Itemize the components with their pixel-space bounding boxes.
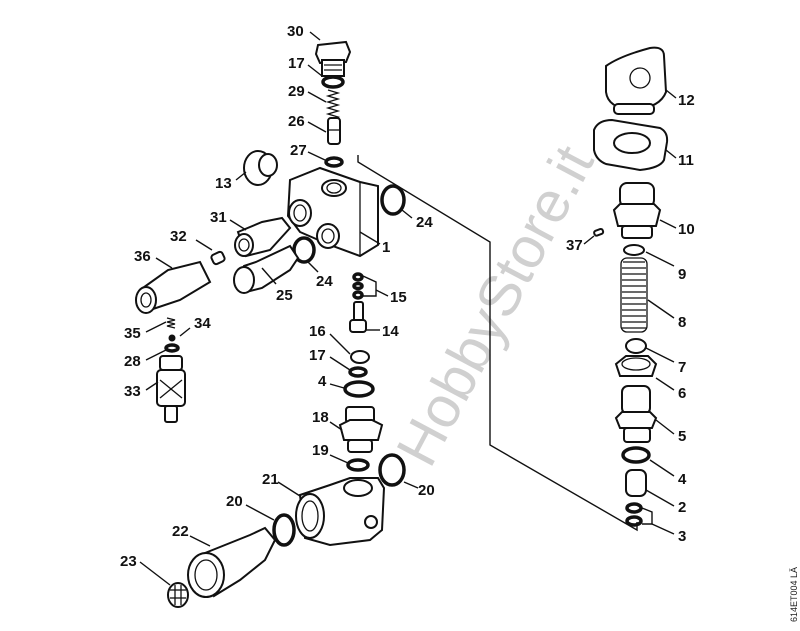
part-18-fitting bbox=[338, 406, 384, 453]
part-23-filter-screen bbox=[167, 582, 189, 608]
drawing-code: 614ET004 LÄ bbox=[789, 567, 799, 622]
part-7-valve-cap bbox=[625, 338, 647, 354]
label-26: 26 bbox=[288, 113, 305, 130]
part-3-washer-b bbox=[625, 515, 643, 527]
part-21-elbow bbox=[295, 477, 386, 547]
part-2-valve-insert bbox=[625, 469, 647, 497]
part-20-oring-left bbox=[272, 513, 296, 547]
label-16: 16 bbox=[309, 323, 326, 340]
part-15-washers bbox=[352, 272, 364, 300]
label-23: 23 bbox=[120, 553, 137, 570]
part-3-washer-a bbox=[625, 502, 643, 514]
label-37: 37 bbox=[566, 237, 583, 254]
part-10-nozzle-housing bbox=[612, 182, 662, 239]
part-4-oring-right bbox=[621, 446, 651, 464]
part-17-oring-mid bbox=[348, 366, 368, 378]
label-24-right: 24 bbox=[416, 214, 433, 231]
part-12-cap bbox=[605, 46, 668, 115]
label-22: 22 bbox=[172, 523, 189, 540]
label-1: 1 bbox=[382, 239, 390, 256]
part-31-fitting bbox=[234, 216, 292, 258]
part-30-plug-screw bbox=[314, 40, 352, 77]
label-30: 30 bbox=[287, 23, 304, 40]
label-17-top: 17 bbox=[288, 55, 305, 72]
part-25-banjo-bolt bbox=[233, 244, 300, 294]
part-26-valve-pin bbox=[327, 117, 341, 145]
part-16-seat bbox=[350, 350, 370, 364]
part-14-valve-stem bbox=[349, 301, 367, 333]
label-19: 19 bbox=[312, 442, 329, 459]
label-8: 8 bbox=[678, 314, 686, 331]
label-24-left: 24 bbox=[316, 273, 333, 290]
label-4-right: 4 bbox=[678, 471, 687, 488]
label-35: 35 bbox=[124, 325, 141, 342]
label-20-right: 20 bbox=[418, 482, 435, 499]
part-17-oring-top bbox=[321, 75, 345, 89]
label-28: 28 bbox=[124, 353, 141, 370]
part-32-nozzle bbox=[210, 250, 226, 266]
part-29-spring bbox=[325, 89, 341, 121]
label-33: 33 bbox=[124, 383, 141, 400]
label-25: 25 bbox=[276, 287, 293, 304]
part-8-spring bbox=[620, 257, 648, 333]
label-36: 36 bbox=[134, 248, 151, 265]
label-31: 31 bbox=[210, 209, 227, 226]
part-36-adapter bbox=[135, 260, 212, 314]
part-5-valve-seat bbox=[614, 385, 658, 443]
label-2: 2 bbox=[678, 499, 686, 516]
leader-lines bbox=[139, 31, 677, 586]
part-20-oring-right bbox=[378, 453, 406, 487]
label-4-mid: 4 bbox=[318, 373, 327, 390]
label-17-mid: 17 bbox=[309, 347, 326, 364]
label-15: 15 bbox=[390, 289, 407, 306]
label-34: 34 bbox=[194, 315, 211, 332]
label-10: 10 bbox=[678, 221, 695, 238]
label-7: 7 bbox=[678, 359, 686, 376]
label-20-left: 20 bbox=[226, 493, 243, 510]
part-35-spring bbox=[166, 317, 176, 329]
label-3: 3 bbox=[678, 528, 686, 545]
part-1-valve-body bbox=[286, 166, 379, 258]
label-6: 6 bbox=[678, 385, 686, 402]
part-19-oring bbox=[346, 458, 370, 472]
part-24-oring-left bbox=[292, 236, 316, 264]
part-9-washer bbox=[623, 244, 645, 256]
part-24-oring-right bbox=[380, 184, 406, 216]
assembly-bracket-line bbox=[357, 155, 638, 532]
label-11: 11 bbox=[678, 152, 694, 169]
part-37-pin bbox=[593, 227, 605, 237]
part-33-quick-coupling bbox=[156, 355, 186, 423]
part-4-oring-mid bbox=[343, 380, 375, 398]
part-13-plug bbox=[243, 150, 278, 186]
label-9: 9 bbox=[678, 266, 686, 283]
part-34-ball bbox=[168, 334, 176, 342]
part-28-oring bbox=[164, 343, 180, 353]
label-27: 27 bbox=[290, 142, 307, 159]
watermark: HobbyStore.it bbox=[384, 135, 606, 476]
label-5: 5 bbox=[678, 428, 686, 445]
part-27-oring bbox=[324, 156, 344, 168]
part-22-connector bbox=[187, 526, 277, 598]
label-14: 14 bbox=[382, 323, 399, 340]
label-21: 21 bbox=[262, 471, 279, 488]
label-12: 12 bbox=[678, 92, 695, 109]
label-13: 13 bbox=[215, 175, 232, 192]
label-32: 32 bbox=[170, 228, 187, 245]
part-11-bracket bbox=[593, 118, 669, 172]
label-18: 18 bbox=[312, 409, 329, 426]
label-29: 29 bbox=[288, 83, 305, 100]
part-6-nut bbox=[614, 355, 658, 377]
